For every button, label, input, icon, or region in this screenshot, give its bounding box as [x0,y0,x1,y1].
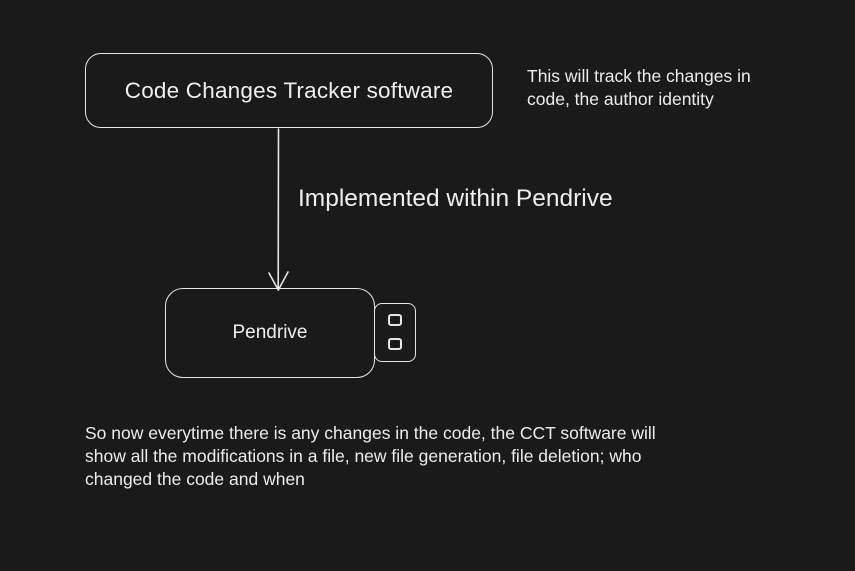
pendrive-label: Pendrive [232,322,308,343]
usb-pin-hole-icon [388,338,402,350]
tracking-note: This will track the changes in code, the… [527,66,751,109]
arrow-label: Implemented within Pendrive [298,185,613,212]
cct-software-box-label: Code Changes Tracker software [124,77,454,103]
footer-note: So now everytime there is any changes in… [85,423,656,489]
pendrive-body: Pendrive [165,288,375,378]
usb-pin-hole-icon [388,314,402,326]
cct-software-box: Code Changes Tracker software [85,53,493,128]
usb-connector-icon [374,303,416,362]
